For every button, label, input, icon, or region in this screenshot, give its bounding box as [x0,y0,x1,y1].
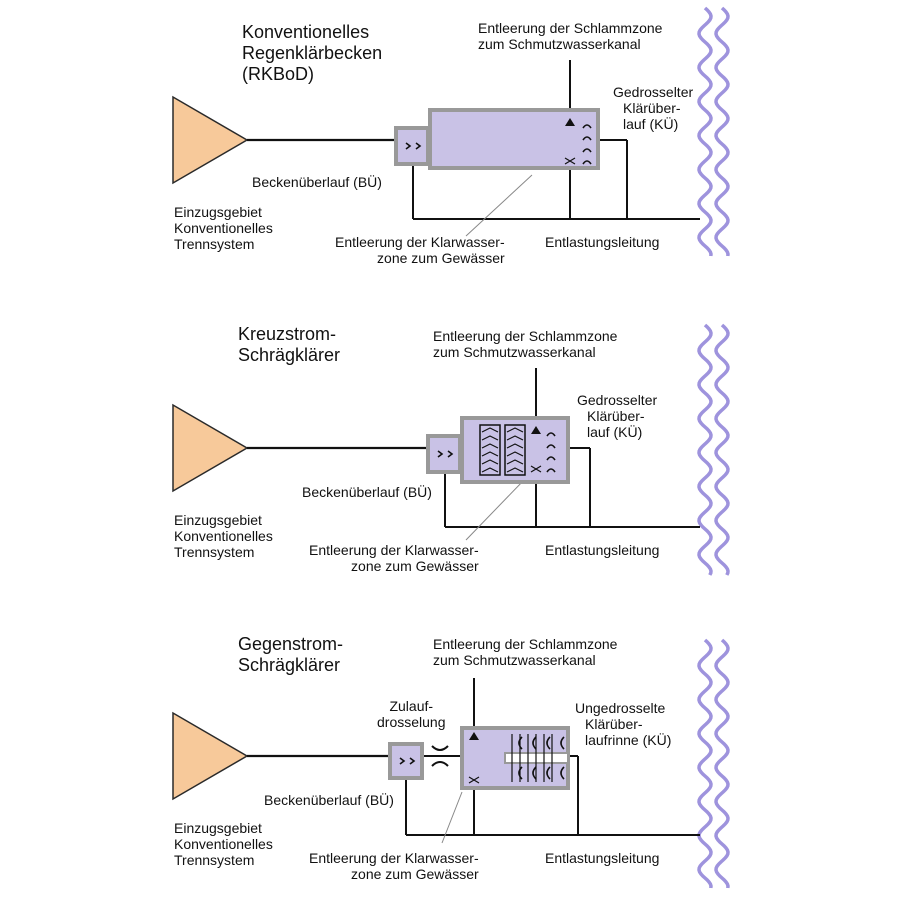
river-panel-1 [697,6,713,257]
panel-3-sludge-label: Entleerung der Schlammzone zum Schmutzwa… [433,636,617,668]
panel-1-sludge-label: Entleerung der Schlammzone zum Schmutzwa… [478,20,662,52]
label-line: zum Schmutzwasserkanal [478,36,641,52]
inlet-chamber-2 [426,434,462,474]
label-line: zone zum Gewässer [377,250,505,266]
panel-2-relief-label: Entlastungsleitung [545,542,660,558]
label-line: Entleerung der Klarwasser- [335,234,505,250]
label-line: lauf (KÜ) [587,424,643,440]
label-line: zone zum Gewässer [351,866,479,882]
label-line: Ungedrosselte [575,700,666,716]
label-line: Klärüber- [623,100,681,116]
panel-3-clearwater-label: Entleerung der Klarwasser- zone zum Gewä… [309,850,479,882]
panel-1-diagram [172,60,700,237]
panel-2-clearwater-label: Entleerung der Klarwasser- zone zum Gewä… [309,542,479,574]
panel-3-inflow-throttle-label: Zulauf- drosselung [377,698,446,730]
title-line: Gegenstrom- [238,634,344,654]
river-panel-3b [714,638,730,889]
panel-2-overflow-right-label: Gedrosselter Klärüber- lauf (KÜ) [577,392,657,440]
label-line: Klärüber- [585,716,643,732]
throttle-symbol-3 [431,745,449,767]
label-line: Trennsystem [174,236,255,252]
panel-1-basin-overflow-label: Beckenüberlauf (BÜ) [252,174,382,190]
river-panel-1b [714,6,730,257]
panel-1-catchment-label: Einzugsgebiet Konventionelles Trennsyste… [174,204,273,252]
title-line: Kreuzstrom- [238,324,337,344]
panel-1-overflow-right-label: Gedrosselter Klärüber- lauf (KÜ) [613,84,693,132]
panel-2-catchment-label: Einzugsgebiet Konventionelles Trennsyste… [174,512,273,560]
label-line: Einzugsgebiet [174,512,262,528]
panel-3-title: Gegenstrom- Schrägklärer [238,634,343,676]
panel-3-catchment-label: Einzugsgebiet Konventionelles Trennsyste… [174,820,273,868]
river-panel-2 [697,323,713,576]
panel-2-basin-overflow-label: Beckenüberlauf (BÜ) [302,484,432,500]
river-panel-3 [697,638,713,889]
label-line: zum Schmutzwasserkanal [433,344,596,360]
catchment-triangle-3 [172,711,249,801]
label-line: Zulauf- [389,698,434,714]
label-line: Konventionelles [174,528,273,544]
label-line: Konventionelles [174,220,273,236]
inlet-chamber-3 [388,742,424,780]
label-line: Klärüber- [587,408,645,424]
river-panel-2b [714,323,730,576]
label-line: lauf (KÜ) [623,116,679,132]
panel-1-title: Konventionelles Regenklärbecken (RKBoD) [242,22,382,85]
label-line: zone zum Gewässer [351,558,479,574]
panel-3-basin-overflow-label: Beckenüberlauf (BÜ) [264,792,394,808]
panel-2-title: Kreuzstrom- Schrägklärer [238,324,340,366]
label-line: Gedrosselter [577,392,658,408]
title-line: Konventionelles [242,22,370,42]
label-line: drosselung [377,714,446,730]
label-line: laufrinne (KÜ) [585,732,672,748]
label-line: zum Schmutzwasserkanal [433,652,596,668]
label-line: Entleerung der Schlammzone [433,636,618,652]
label-line: Trennsystem [174,852,255,868]
label-line: Einzugsgebiet [174,204,262,220]
label-line: Entleerung der Schlammzone [433,328,618,344]
panel-1-relief-label: Entlastungsleitung [545,234,660,250]
panel-3-diagram [172,678,700,844]
panel-2-sludge-label: Entleerung der Schlammzone zum Schmutzwa… [433,328,617,360]
title-line: (RKBoD) [242,64,315,84]
label-line: Entleerung der Klarwasser- [309,850,479,866]
label-line: Trennsystem [174,544,255,560]
catchment-triangle-2 [172,403,249,493]
title-line: Regenklärbecken [242,43,383,63]
inlet-chamber-1 [394,126,430,166]
label-line: Einzugsgebiet [174,820,262,836]
label-line: Entleerung der Klarwasser- [309,542,479,558]
label-line: Entleerung der Schlammzone [478,20,663,36]
title-line: Schrägklärer [238,655,341,675]
label-line: Konventionelles [174,836,273,852]
title-line: Schrägklärer [238,345,341,365]
panel-3-overflow-right-label: Ungedrosselte Klärüber- laufrinne (KÜ) [575,700,671,748]
label-line: Gedrosselter [613,84,694,100]
panel-3-relief-label: Entlastungsleitung [545,850,660,866]
panel-2-diagram [172,368,700,541]
panel-1-clearwater-label: Entleerung der Klarwasser- zone zum Gewä… [335,234,505,266]
catchment-triangle-1 [172,95,249,185]
